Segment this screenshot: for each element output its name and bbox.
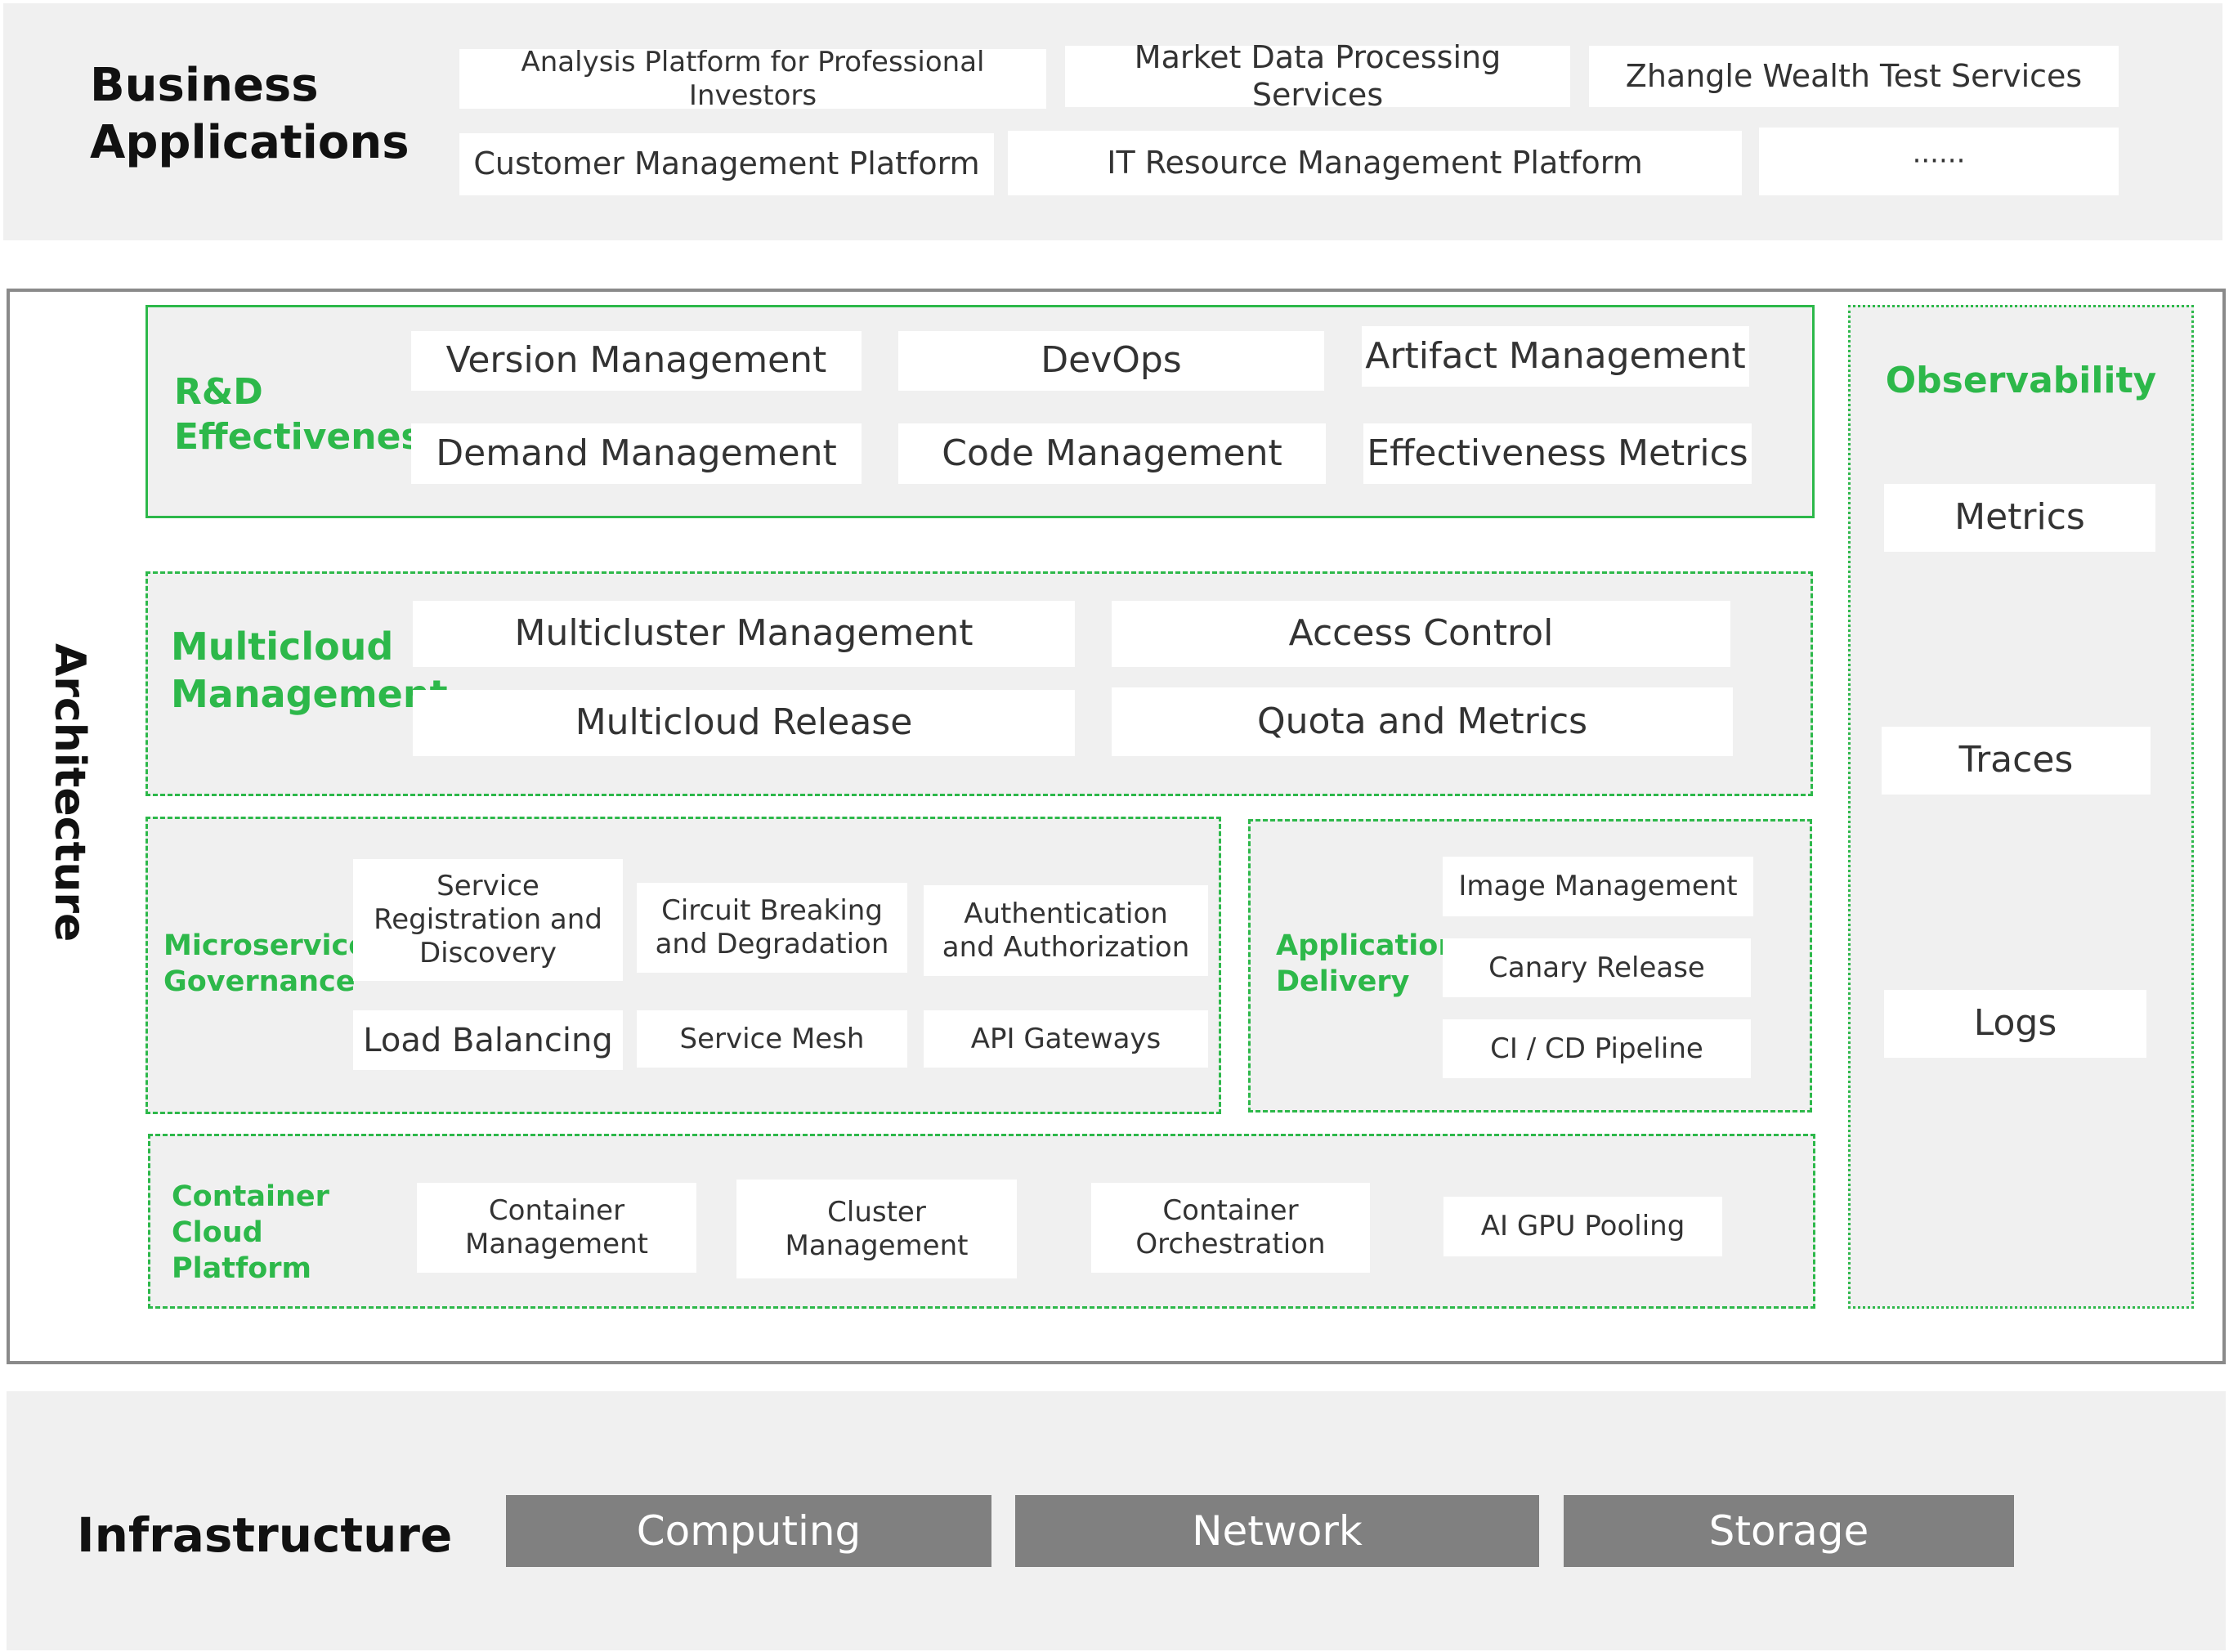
business-app-market-data: Market Data Processing Services — [1065, 39, 1570, 113]
observability-logs: Logs — [1884, 990, 2146, 1058]
observability-panel — [1848, 305, 2194, 1309]
observability-metrics: Metrics — [1884, 484, 2155, 552]
image-management: Image Management — [1443, 857, 1753, 916]
container-management: Container Management — [417, 1183, 696, 1273]
multicloud-release: Multicloud Release — [413, 690, 1075, 756]
business-app-customer-management: Customer Management Platform — [459, 133, 994, 195]
canary-release: Canary Release — [1443, 938, 1751, 997]
container-cloud-platform-title: Container Cloud Platform — [172, 1180, 329, 1285]
infrastructure-title: Infrastructure — [77, 1507, 453, 1563]
application-delivery-title: Application Delivery — [1276, 929, 1459, 998]
business-app-it-resource: IT Resource Management Platform — [1008, 131, 1742, 195]
access-control: Access Control — [1112, 601, 1730, 667]
multicloud-management-title: Multicloud Management — [171, 625, 448, 716]
ai-gpu-pooling: AI GPU Pooling — [1443, 1197, 1722, 1256]
rd-artifact-management: Artifact Management — [1362, 326, 1749, 387]
microservices-governance-title: Microservices Governance — [163, 929, 385, 998]
business-app-more: ······ — [1759, 128, 2119, 195]
load-balancing: Load Balancing — [353, 1010, 623, 1070]
observability-title: Observability — [1885, 360, 2157, 401]
cluster-management: Cluster Management — [736, 1180, 1017, 1278]
observability-traces: Traces — [1882, 727, 2151, 795]
rd-version-management: Version Management — [411, 331, 862, 391]
business-applications-band — [3, 3, 2222, 240]
authentication-authorization: Authentication and Authorization — [924, 885, 1208, 976]
rd-code-management: Code Management — [898, 423, 1326, 484]
quota-and-metrics: Quota and Metrics — [1112, 687, 1733, 756]
ci-cd-pipeline: CI / CD Pipeline — [1443, 1019, 1751, 1078]
circuit-breaking-degradation: Circuit Breaking and Degradation — [637, 883, 907, 973]
infra-storage: Storage — [1564, 1495, 2014, 1567]
service-registration-discovery: Service Registration and Discovery — [353, 859, 623, 981]
architecture-label: Architecture — [45, 643, 94, 942]
rd-demand-management: Demand Management — [411, 423, 862, 484]
business-applications-title: Business Applications — [90, 59, 410, 169]
service-mesh: Service Mesh — [637, 1010, 907, 1068]
business-app-analysis-platform: Analysis Platform for Professional Inves… — [459, 46, 1046, 112]
api-gateways: API Gateways — [924, 1010, 1208, 1068]
container-orchestration: Container Orchestration — [1091, 1183, 1370, 1273]
infra-network: Network — [1015, 1495, 1539, 1567]
rd-devops: DevOps — [898, 331, 1324, 391]
business-app-zhangle-wealth: Zhangle Wealth Test Services — [1589, 46, 2119, 107]
multicluster-management: Multicluster Management — [413, 601, 1075, 667]
infra-computing: Computing — [506, 1495, 991, 1567]
rd-effectiveness-metrics: Effectiveness Metrics — [1363, 423, 1752, 484]
rd-effectiveness-title: R&D Effectiveness — [174, 371, 444, 458]
